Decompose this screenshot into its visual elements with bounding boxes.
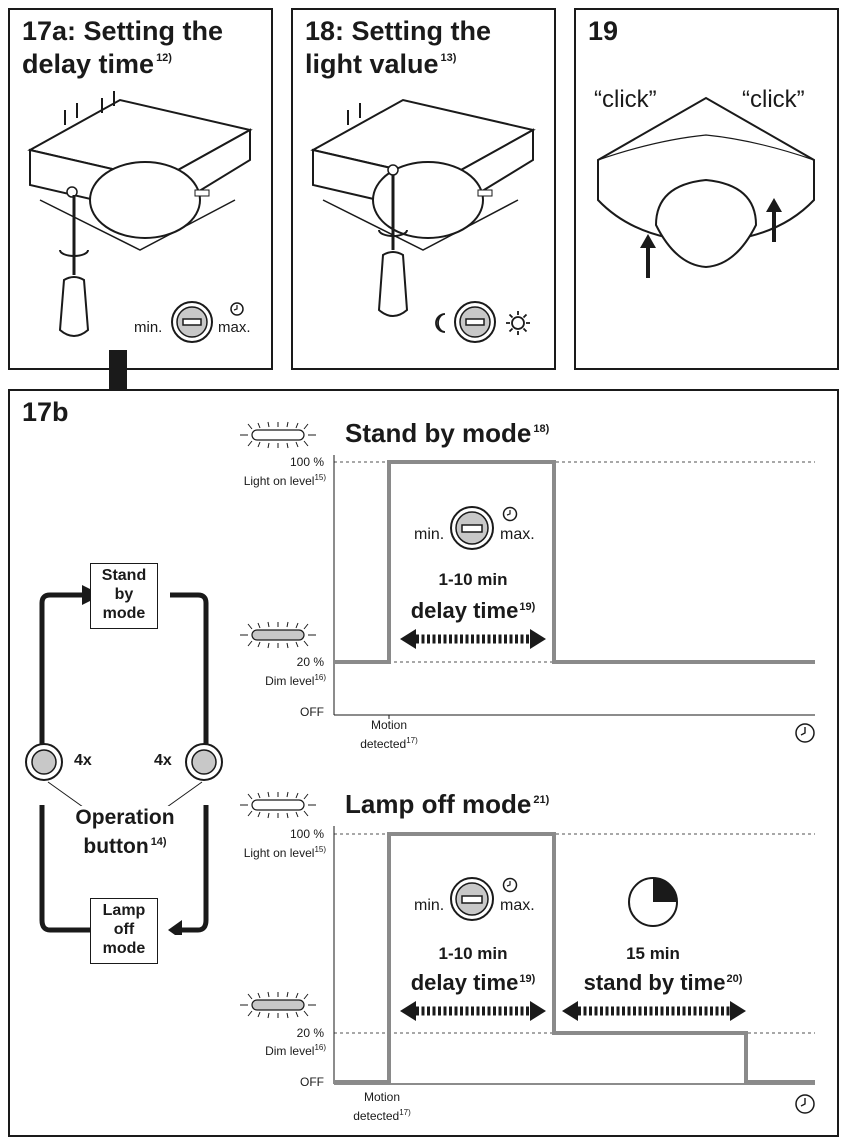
y-tick-100: 100 % (289, 455, 324, 469)
sensor-cover-illustration (597, 96, 815, 278)
min-label: min. (414, 526, 445, 543)
sun-icon (506, 311, 530, 335)
min-label: min. (414, 897, 445, 914)
sensor-with-screwdriver-illustration (310, 98, 536, 317)
panel-17b-title: 17b (22, 397, 69, 427)
y-tick-100: 100 % (289, 827, 324, 841)
standby-duration: 15 min (626, 944, 680, 963)
delay-duration: 1-10 min (438, 944, 508, 963)
x-label-motion: Motion detected17) (360, 718, 418, 751)
lampoff-signal-line (334, 832, 815, 1084)
standby-time-label: stand by time20) (583, 970, 743, 995)
delay-range-arrow (400, 629, 546, 649)
time-axis-clock-icon (795, 1094, 815, 1114)
operation-button-right-icon (185, 743, 223, 781)
panel-19-title: 19 (588, 16, 619, 46)
standby-signal-line (334, 460, 815, 664)
lampoff-mode-box: Lamp off mode (90, 898, 158, 964)
clock-icon (502, 506, 518, 522)
operation-button-left-icon (25, 743, 63, 781)
click-label-left: “click” (594, 86, 657, 113)
lamp-dim-icon (240, 991, 316, 1019)
y-label-light-on: Light on level15) (243, 845, 326, 860)
lamp-full-icon (240, 791, 316, 819)
standby-mode-box: Stand by mode (90, 563, 158, 629)
delay-time-label: delay time19) (410, 970, 536, 995)
mode-cycle-arrows (39, 585, 209, 935)
press-count-left: 4x (74, 752, 92, 769)
y-label-light-on: Light on level15) (243, 473, 326, 488)
max-label: max. (218, 319, 251, 336)
max-label: max. (500, 526, 535, 543)
press-count-right: 4x (154, 752, 172, 769)
time-axis-clock-icon (795, 723, 815, 743)
y-label-dim: Dim level16) (265, 673, 326, 688)
delay-duration: 1-10 min (438, 570, 508, 589)
standby-timer-pie-icon (628, 877, 678, 927)
y-tick-off: OFF (300, 705, 324, 719)
x-label-motion: Motion detected17) (353, 1090, 411, 1123)
clock-icon (502, 877, 518, 893)
y-label-dim: Dim level16) (265, 1043, 326, 1058)
delay-dial-icon (171, 301, 213, 343)
min-label: min. (134, 319, 163, 336)
delay-dial-icon (450, 506, 494, 550)
sensor-with-screwdriver-illustration (27, 91, 253, 337)
lamp-full-icon (240, 421, 316, 449)
light-dial-icon (454, 301, 496, 343)
delay-range-arrow (400, 1001, 546, 1021)
panel-19: 19 “click” “click” (574, 8, 839, 370)
click-label-right: “click” (742, 86, 805, 113)
delay-time-label: delay time19) (410, 598, 536, 623)
clock-icon (230, 302, 244, 316)
max-label: max. (500, 897, 535, 914)
moon-icon (435, 313, 446, 333)
lamp-dim-icon (240, 621, 316, 649)
y-tick-20: 20 % (296, 1026, 324, 1040)
delay-dial-icon (450, 877, 494, 921)
y-tick-20: 20 % (296, 655, 324, 669)
standby-range-arrow (562, 1001, 746, 1021)
y-tick-off: OFF (300, 1075, 324, 1089)
